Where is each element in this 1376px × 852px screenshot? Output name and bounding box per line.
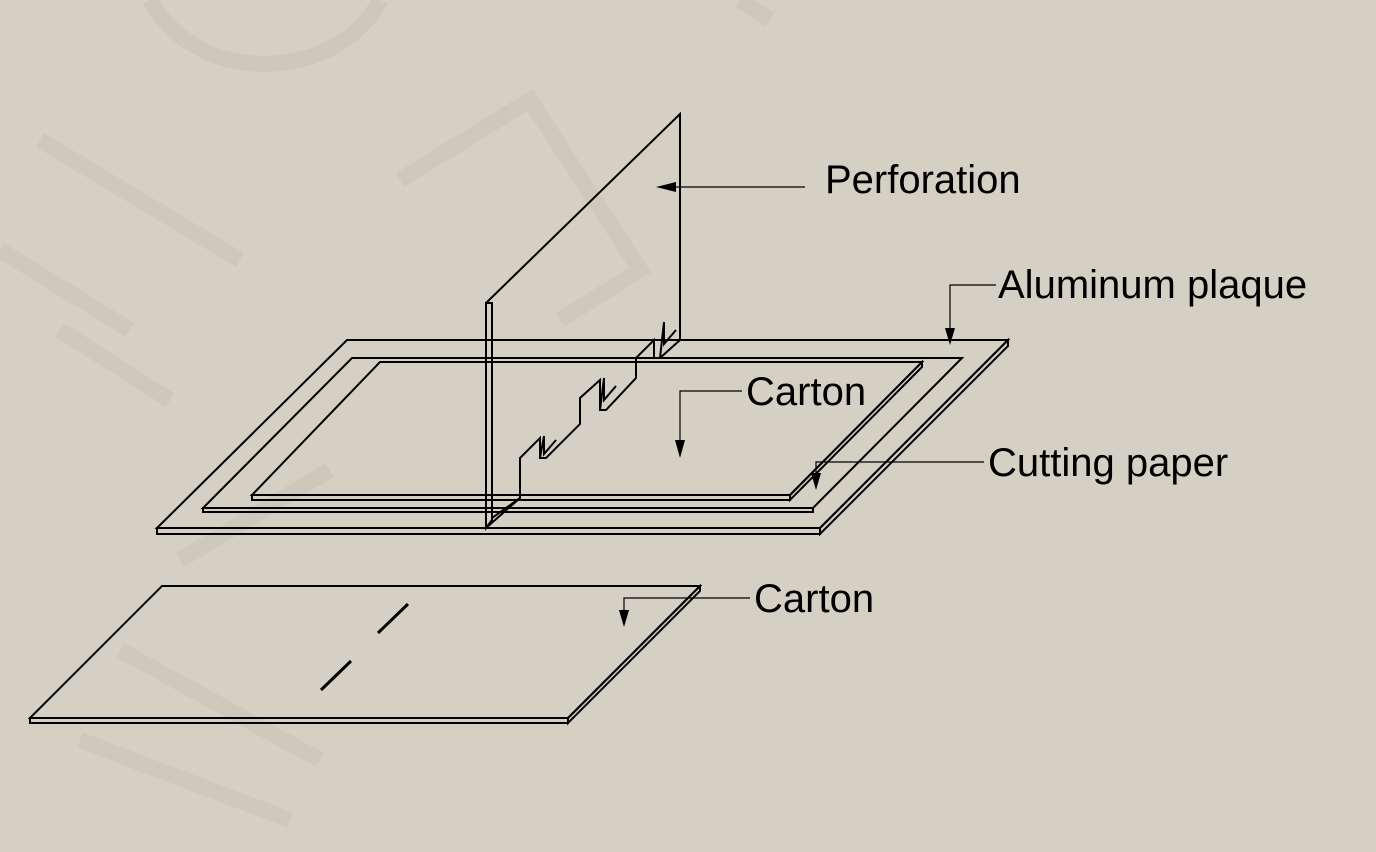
leader-carton-top — [675, 390, 742, 458]
leader-carton-bottom — [619, 597, 750, 627]
leader-perforation — [656, 182, 805, 192]
leader-aluminum-plaque — [945, 284, 996, 345]
carton-top-shape — [249, 359, 925, 503]
label-carton-bottom: Carton — [754, 577, 874, 621]
carton-bottom-shape — [27, 583, 703, 726]
label-aluminum-plaque: Aluminum plaque — [998, 263, 1307, 307]
cutting-paper-shape — [200, 357, 965, 513]
perforation-blade-shape — [485, 111, 681, 531]
aluminum-plaque-shape — [154, 337, 1011, 537]
label-carton-top: Carton — [746, 370, 866, 414]
leader-cutting-paper — [811, 461, 984, 490]
label-perforation: Perforation — [825, 158, 1021, 202]
label-cutting-paper: Cutting paper — [988, 441, 1228, 485]
background-watermark — [0, 0, 770, 820]
